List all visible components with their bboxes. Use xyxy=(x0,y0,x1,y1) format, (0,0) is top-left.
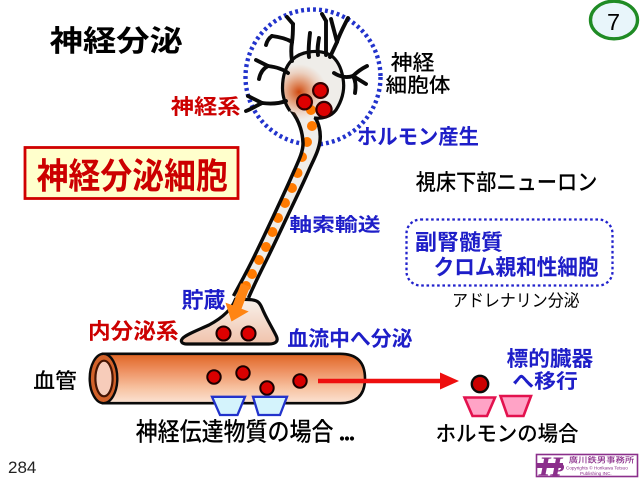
svg-text:7: 7 xyxy=(607,9,620,35)
svg-text:284: 284 xyxy=(8,458,36,477)
svg-text:P: P xyxy=(551,461,565,480)
svg-text:Copyrights © Horikawa Tetsuo: Copyrights © Horikawa Tetsuo xyxy=(566,465,628,471)
svg-text:Publishing INC.: Publishing INC. xyxy=(580,471,612,476)
